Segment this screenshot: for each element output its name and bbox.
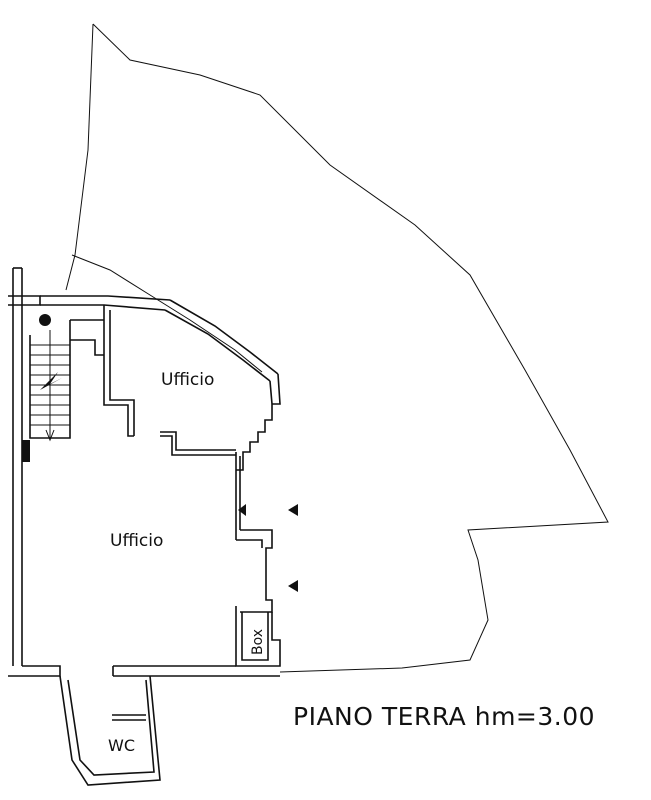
room-label-box: Box bbox=[250, 629, 266, 655]
interior-walls bbox=[70, 305, 236, 456]
pillar bbox=[22, 440, 30, 462]
room-label-office-lower: Ufficio bbox=[110, 531, 163, 551]
entrance-arrows bbox=[238, 504, 298, 592]
staircase bbox=[29, 314, 71, 442]
room-label-wc: WC bbox=[108, 736, 135, 755]
plan-caption: PIANO TERRA hm=3.00 bbox=[293, 702, 595, 731]
room-label-office-upper: Ufficio bbox=[161, 370, 214, 390]
yard-boundary bbox=[65, 23, 609, 673]
building-walls bbox=[8, 267, 281, 786]
